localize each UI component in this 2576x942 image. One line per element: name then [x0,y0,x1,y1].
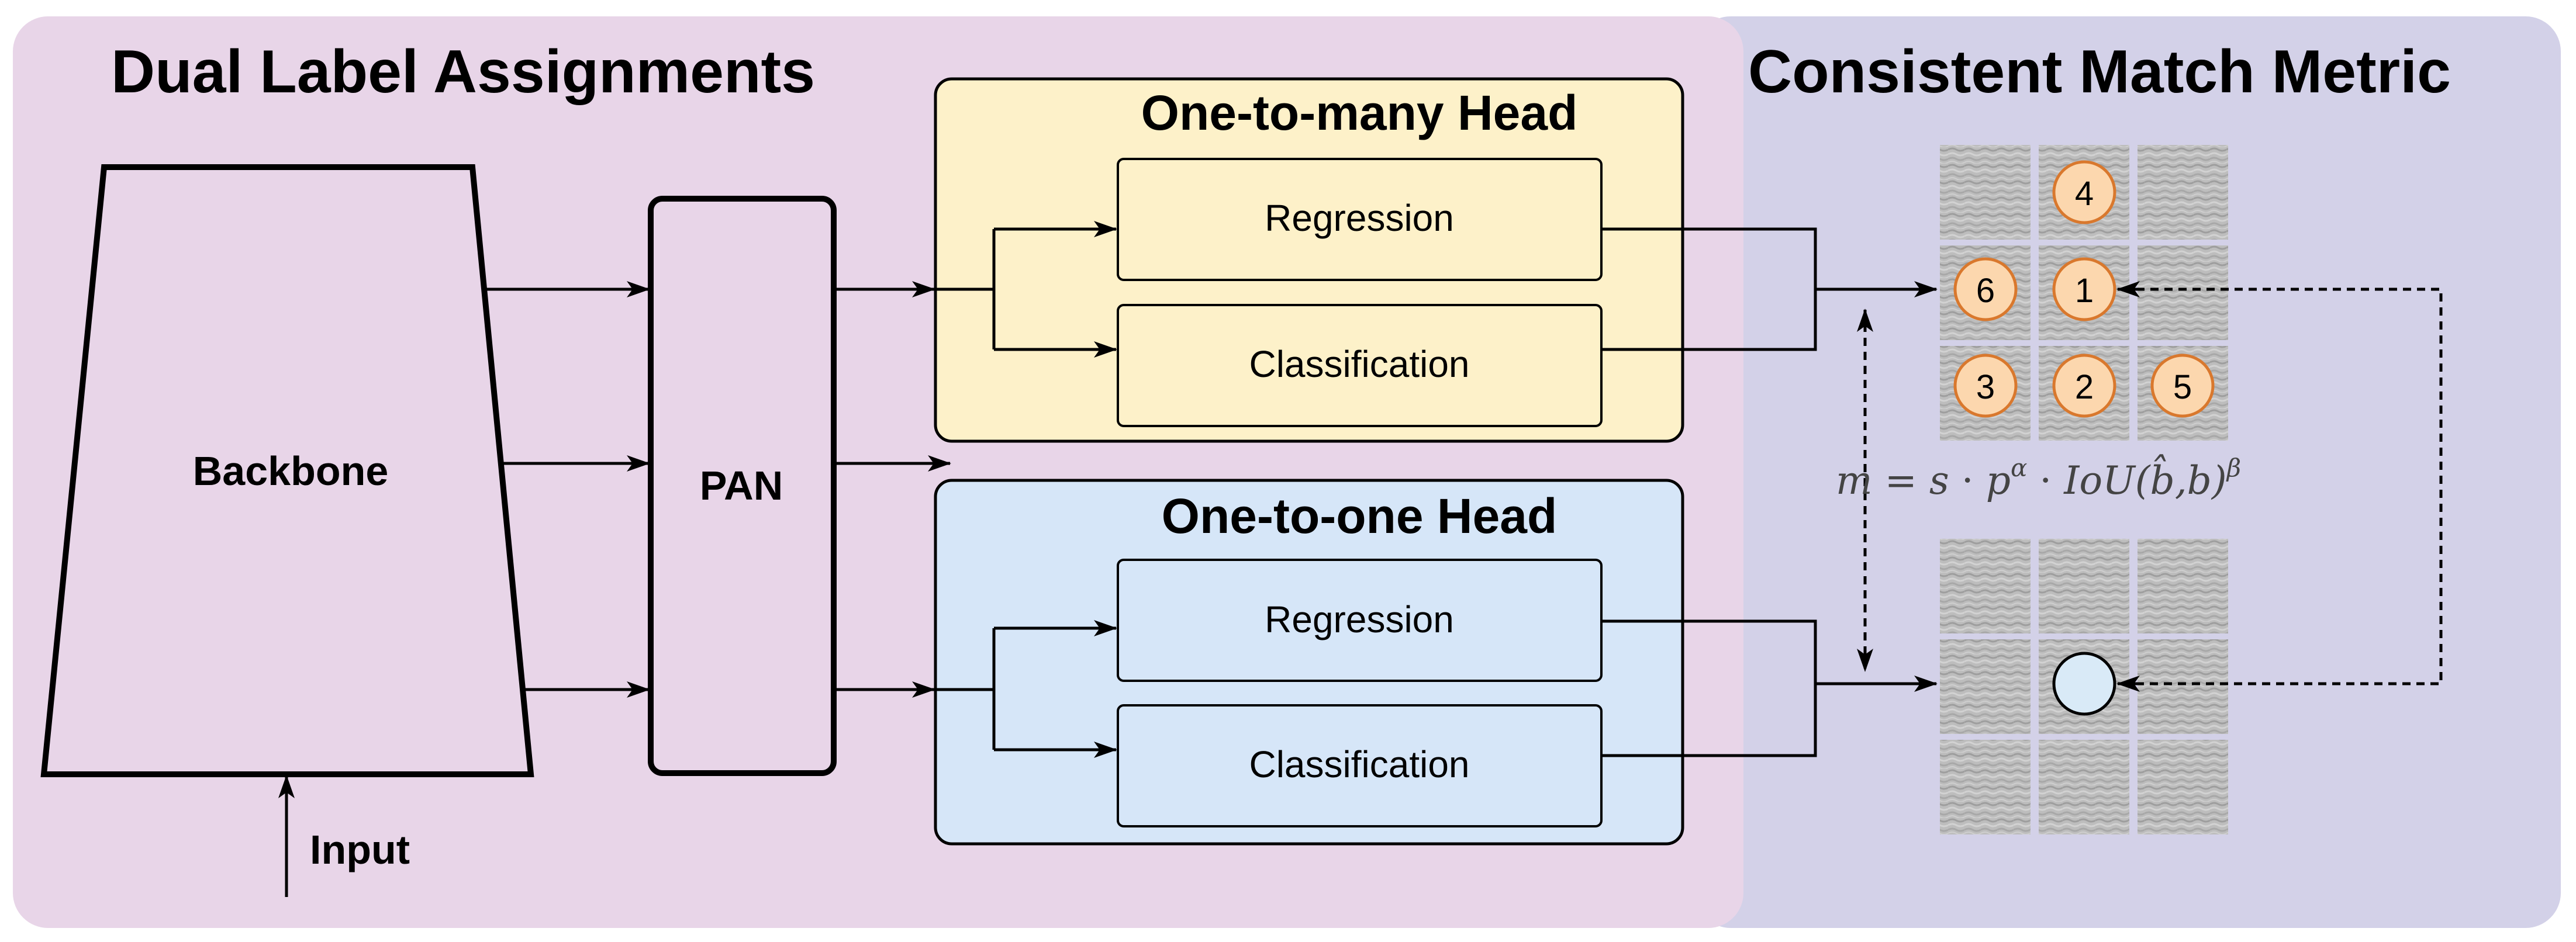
formula-bhat: b̂ [2150,455,2174,503]
one-to-many-branch [935,229,996,349]
one-to-one-regression-label: Regression [1265,598,1454,640]
grid-bottom-cell [1940,539,2031,633]
match-link-dashed-bracket [2122,288,2443,685]
formula-p: p [1986,458,2011,503]
grid-bottom-cell [2138,539,2228,633]
grid-top-cell [2138,145,2228,240]
marker-label-3: 3 [1976,368,1995,406]
panel-title-left: Dual Label Assignments [111,38,815,106]
formula-dot-2: · [2027,458,2064,503]
grid-top-cell [1940,145,2031,240]
matched-prediction-marker [2052,652,2116,716]
formula-iou: IoU( [2063,458,2150,503]
formula-beta: β [2226,453,2241,482]
formula-equals: = [1873,458,1929,503]
marker-label-6: 6 [1976,272,1995,310]
marker-label-5: 5 [2173,368,2192,406]
marker-label-4: 4 [2075,175,2094,213]
grid-bottom-cell [2138,740,2228,834]
one-to-one-output-connector [1603,619,1817,757]
marker-circle-1 [2052,257,2116,321]
one-to-many-classification-box [1117,304,1603,427]
one-to-many-classification-label: Classification [1249,343,1469,385]
marker-circle-4 [2052,160,2116,224]
formula-comma-b: ,b) [2175,458,2227,503]
pan-block [648,196,837,776]
grid-bottom-cell [2039,539,2129,633]
input-label: Input [310,827,410,872]
backbone-label: Backbone [193,448,389,494]
marker-circle-6 [1953,257,2018,321]
consistent-match-metric-panel [1696,16,2561,928]
formula-lhs: m [1836,458,1873,503]
grid-bottom-cell [2138,639,2228,734]
one-to-many-head-title: One-to-many Head [1141,85,1578,140]
one-to-one-branch [935,628,996,750]
marker-label-2: 2 [2075,368,2094,406]
one-to-one-classification-label: Classification [1249,743,1469,785]
panel-title-right: Consistent Match Metric [1748,38,2451,106]
grid-top-cell [2138,245,2228,340]
formula-s: s [1929,458,1949,503]
marker-circle-3 [1953,354,2018,418]
marker-label-1: 1 [2075,272,2094,310]
one-to-one-head-title: One-to-one Head [1162,489,1558,543]
backbone-block [40,164,534,777]
grid-bottom-cell [2039,740,2129,834]
one-to-many-regression-box [1117,158,1603,281]
formula-dot-1: · [1949,458,1986,503]
grid-bottom-cell [1940,740,2031,834]
marker-circle-5 [2150,354,2215,418]
match-metric-formula: m = s · pα · IoU(b̂,b)β [1836,453,2241,503]
marker-circle-2 [2052,354,2116,418]
pan-label: PAN [700,463,783,508]
one-to-many-regression-label: Regression [1265,197,1454,239]
grid-bottom-cell [1940,639,2031,734]
formula-alpha: α [2011,453,2027,482]
one-to-one-classification-box [1117,704,1603,827]
one-to-one-regression-box [1117,559,1603,682]
